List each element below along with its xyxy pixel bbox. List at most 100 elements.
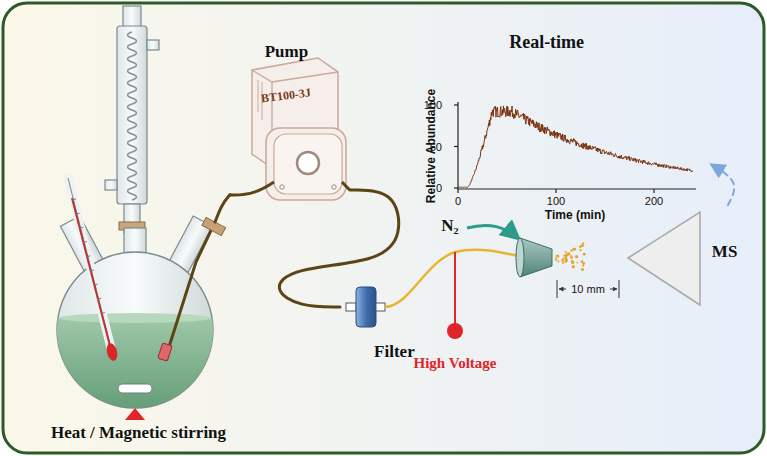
spray-emitter-part	[516, 238, 524, 277]
tick-label: 0	[436, 182, 442, 194]
thermometer-part-part	[72, 199, 76, 200]
spray-emitter-part	[520, 238, 552, 277]
chart-axes-part	[454, 104, 458, 105]
filter-unit: Filter	[340, 285, 420, 365]
spray-emitter-part-part	[582, 265, 584, 267]
spray-emitter-part-part	[562, 261, 564, 263]
esi-capillary-part	[454, 252, 456, 326]
syringe-filter-part	[356, 287, 376, 327]
sampling-tube-part	[168, 222, 215, 350]
node-title: Pump	[265, 43, 308, 62]
part-label: N₂	[441, 217, 458, 236]
peristaltic-pump-part	[258, 80, 259, 112]
peristaltic-pump-part	[266, 128, 346, 200]
distance-dimension-part	[557, 280, 558, 298]
axis-title: Time (min)	[545, 209, 605, 222]
spray-emitter-part-part	[567, 252, 570, 255]
spray-emitter-part	[555, 242, 586, 271]
chart-axes-part	[454, 187, 458, 188]
spray-emitter-part-part	[565, 251, 567, 253]
node-title: Filter	[374, 343, 415, 362]
spray-emitter-part-part	[575, 255, 578, 258]
three-neck-flask-part	[50, 318, 220, 418]
spray-emitter-part-part	[581, 244, 584, 247]
panel-border	[3, 3, 764, 453]
nitrogen-arrow	[467, 225, 518, 238]
reflux-condenser-part	[105, 180, 117, 190]
sampling-tube-part	[202, 217, 226, 235]
thermometer	[68, 178, 119, 362]
chart-axes-part	[454, 146, 458, 147]
thermometer-part-part	[79, 227, 83, 228]
spray-emitter-part-part	[555, 259, 557, 261]
spray-emitter-part-part	[555, 257, 557, 259]
reflux-condenser-part	[128, 32, 137, 200]
spray-emitter-part-part	[576, 262, 578, 264]
tick-label: 100	[424, 99, 442, 111]
node-title: MS	[712, 243, 738, 262]
chart-axes	[454, 102, 696, 193]
signal-trace	[458, 106, 693, 188]
peristaltic-pump-part	[332, 185, 336, 189]
spray-emitter	[516, 238, 586, 277]
spray-emitter-part-part	[555, 255, 557, 257]
node-title: Real-time	[509, 33, 584, 53]
part-label: High Voltage	[414, 355, 497, 372]
distance-dimension-part	[610, 289, 617, 290]
thermometer-part-part	[94, 284, 98, 285]
chart-panel: Real-time	[400, 15, 712, 228]
ms-unit: MS	[618, 205, 748, 310]
tick-label: 50	[430, 140, 442, 152]
spray-emitter-part-part	[579, 249, 581, 251]
peristaltic-pump-part	[342, 182, 350, 190]
peristaltic-pump-part	[280, 185, 284, 189]
peristaltic-pump-part	[252, 70, 338, 82]
peristaltic-pump-part	[274, 134, 342, 194]
spray-emitter-part-part	[581, 268, 584, 271]
sampling-tube-part	[158, 343, 172, 361]
reflux-condenser	[105, 6, 159, 234]
node-title: Heat / Magnetic stirring	[51, 424, 226, 443]
spray-emitter-part-part	[562, 258, 564, 260]
chart-axes-part	[653, 189, 654, 193]
mass-spectrometer	[628, 212, 700, 305]
esi-capillary-part	[385, 250, 522, 307]
esi-capillary	[385, 250, 522, 339]
spray-emitter-part-part	[572, 248, 575, 251]
chart-axes-part	[457, 189, 458, 193]
peristaltic-pump-part	[297, 152, 319, 174]
thermometer-part	[68, 178, 112, 352]
spray-emitter-part-part	[570, 256, 573, 259]
axis-title: Relative Abundance	[425, 89, 438, 203]
distance-dimension	[557, 280, 619, 298]
thermometer-part	[72, 198, 110, 346]
syringe-filter	[346, 287, 385, 327]
tick-label: 200	[645, 195, 663, 207]
node-subtitle: BT100-3J	[261, 87, 312, 106]
chart-axes-part	[457, 188, 696, 189]
syringe-filter-part	[346, 303, 356, 311]
thermometer-part-part	[86, 255, 90, 257]
reflux-condenser-part	[123, 6, 141, 28]
distance-dimension-part	[619, 280, 620, 298]
tubing	[215, 195, 230, 222]
tubing	[279, 190, 398, 307]
thermometer-part-part	[83, 242, 87, 243]
spray-emitter-part-part	[572, 265, 575, 268]
thermometer-part	[105, 342, 119, 362]
spray-emitter-part-part	[571, 261, 574, 264]
pump-unit: PumpBT100-3J	[230, 40, 350, 210]
spray-emitter-part-part	[564, 254, 567, 257]
reflux-condenser-part	[147, 40, 159, 50]
thermometer-part-part	[101, 313, 105, 314]
chart-axes-part	[457, 102, 458, 189]
dimension-label: 10 mm	[569, 283, 607, 295]
heat-symbol	[125, 408, 145, 420]
peristaltic-pump-part	[262, 82, 263, 120]
thermometer-part	[68, 178, 112, 352]
